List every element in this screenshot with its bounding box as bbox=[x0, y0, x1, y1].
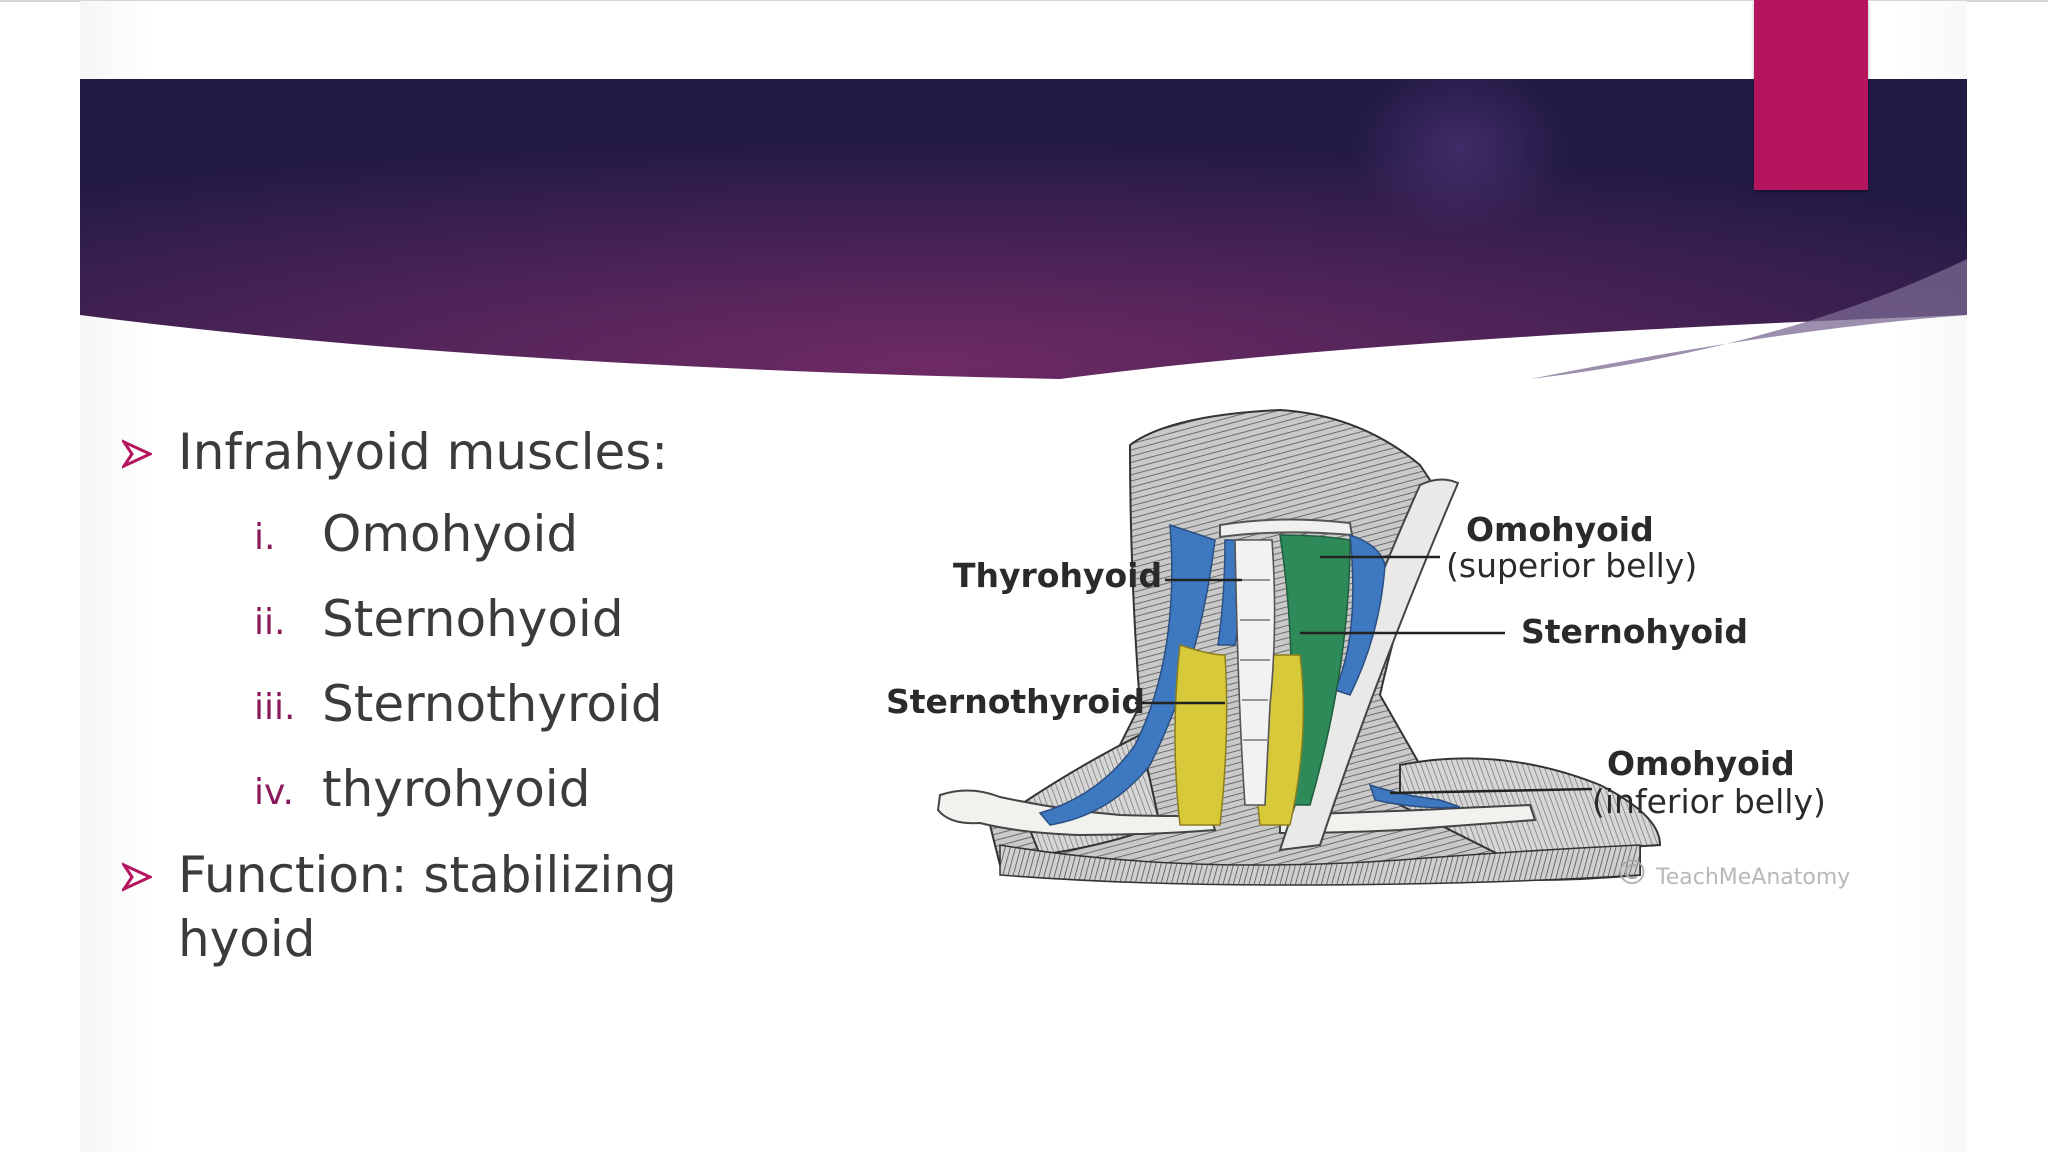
sub-item-omohyoid: i. Omohyoid bbox=[118, 502, 798, 566]
label-omohyoid-inferior-sub: (inferior belly) bbox=[1592, 782, 1826, 821]
sternothyroid-left bbox=[1174, 643, 1228, 826]
sub-list: i. Omohyoid ii. Sternohyoid iii. Sternot… bbox=[118, 502, 798, 821]
clavicle-right bbox=[1279, 803, 1537, 835]
bullet-infrahyoid: Infrahyoid muscles: bbox=[118, 420, 798, 484]
sub-item-text: Sternothyroid bbox=[322, 675, 663, 733]
omohyoid-right-band bbox=[1333, 533, 1386, 696]
arrowhead-bullet-icon bbox=[122, 439, 152, 469]
copyright-text: TeachMeAnatomy bbox=[1656, 865, 1851, 890]
label-omohyoid-superior: Omohyoid bbox=[1466, 510, 1654, 549]
label-omohyoid-inferior: Omohyoid bbox=[1607, 744, 1795, 783]
arrowhead-bullet-icon bbox=[122, 862, 152, 892]
label-sternothyroid: Sternothyroid bbox=[886, 682, 1146, 721]
sub-item-numeral: i. bbox=[254, 517, 276, 558]
omohyoid-left-band bbox=[1038, 523, 1216, 826]
sub-item-text: Sternohyoid bbox=[322, 590, 624, 648]
larynx-trachea bbox=[1234, 539, 1276, 806]
omohyoid-inferior-band bbox=[1368, 783, 1461, 809]
label-sternohyoid: Sternohyoid bbox=[1521, 612, 1748, 651]
sub-item-text: Omohyoid bbox=[322, 505, 579, 563]
label-thyrohyoid: Thyrohyoid bbox=[953, 556, 1163, 595]
sub-item-sternohyoid: ii. Sternohyoid bbox=[118, 587, 798, 651]
sub-item-thyrohyoid: iv. thyrohyoid bbox=[118, 757, 798, 821]
copyright-icon: © bbox=[1615, 853, 1649, 893]
sub-item-sternothyroid: iii. Sternothyroid bbox=[118, 672, 798, 736]
sub-item-numeral: ii. bbox=[254, 602, 286, 643]
bullet-text: Function: stabilizing hyoid bbox=[178, 846, 677, 968]
leader-omohyoid-inferior bbox=[1389, 787, 1593, 795]
chest-muscles bbox=[999, 844, 1641, 886]
bullet-text: Infrahyoid muscles: bbox=[178, 423, 669, 481]
sub-item-numeral: iv. bbox=[254, 772, 294, 813]
bullet-list: Infrahyoid muscles: i. Omohyoid ii. Ster… bbox=[118, 420, 798, 989]
accent-bar bbox=[1754, 0, 1868, 190]
copyright-mark: © TeachMeAnatomy bbox=[1615, 853, 1850, 893]
infrahyoid-illustration: Thyrohyoid Omohyoid (superior belly) Ste… bbox=[880, 405, 1850, 905]
label-omohyoid-superior-sub: (superior belly) bbox=[1446, 546, 1698, 585]
bullet-function: Function: stabilizing hyoid bbox=[118, 843, 798, 971]
neck-muscles-drawing bbox=[936, 408, 1662, 886]
sub-item-text: thyrohyoid bbox=[322, 760, 591, 818]
sub-item-numeral: iii. bbox=[254, 687, 296, 728]
